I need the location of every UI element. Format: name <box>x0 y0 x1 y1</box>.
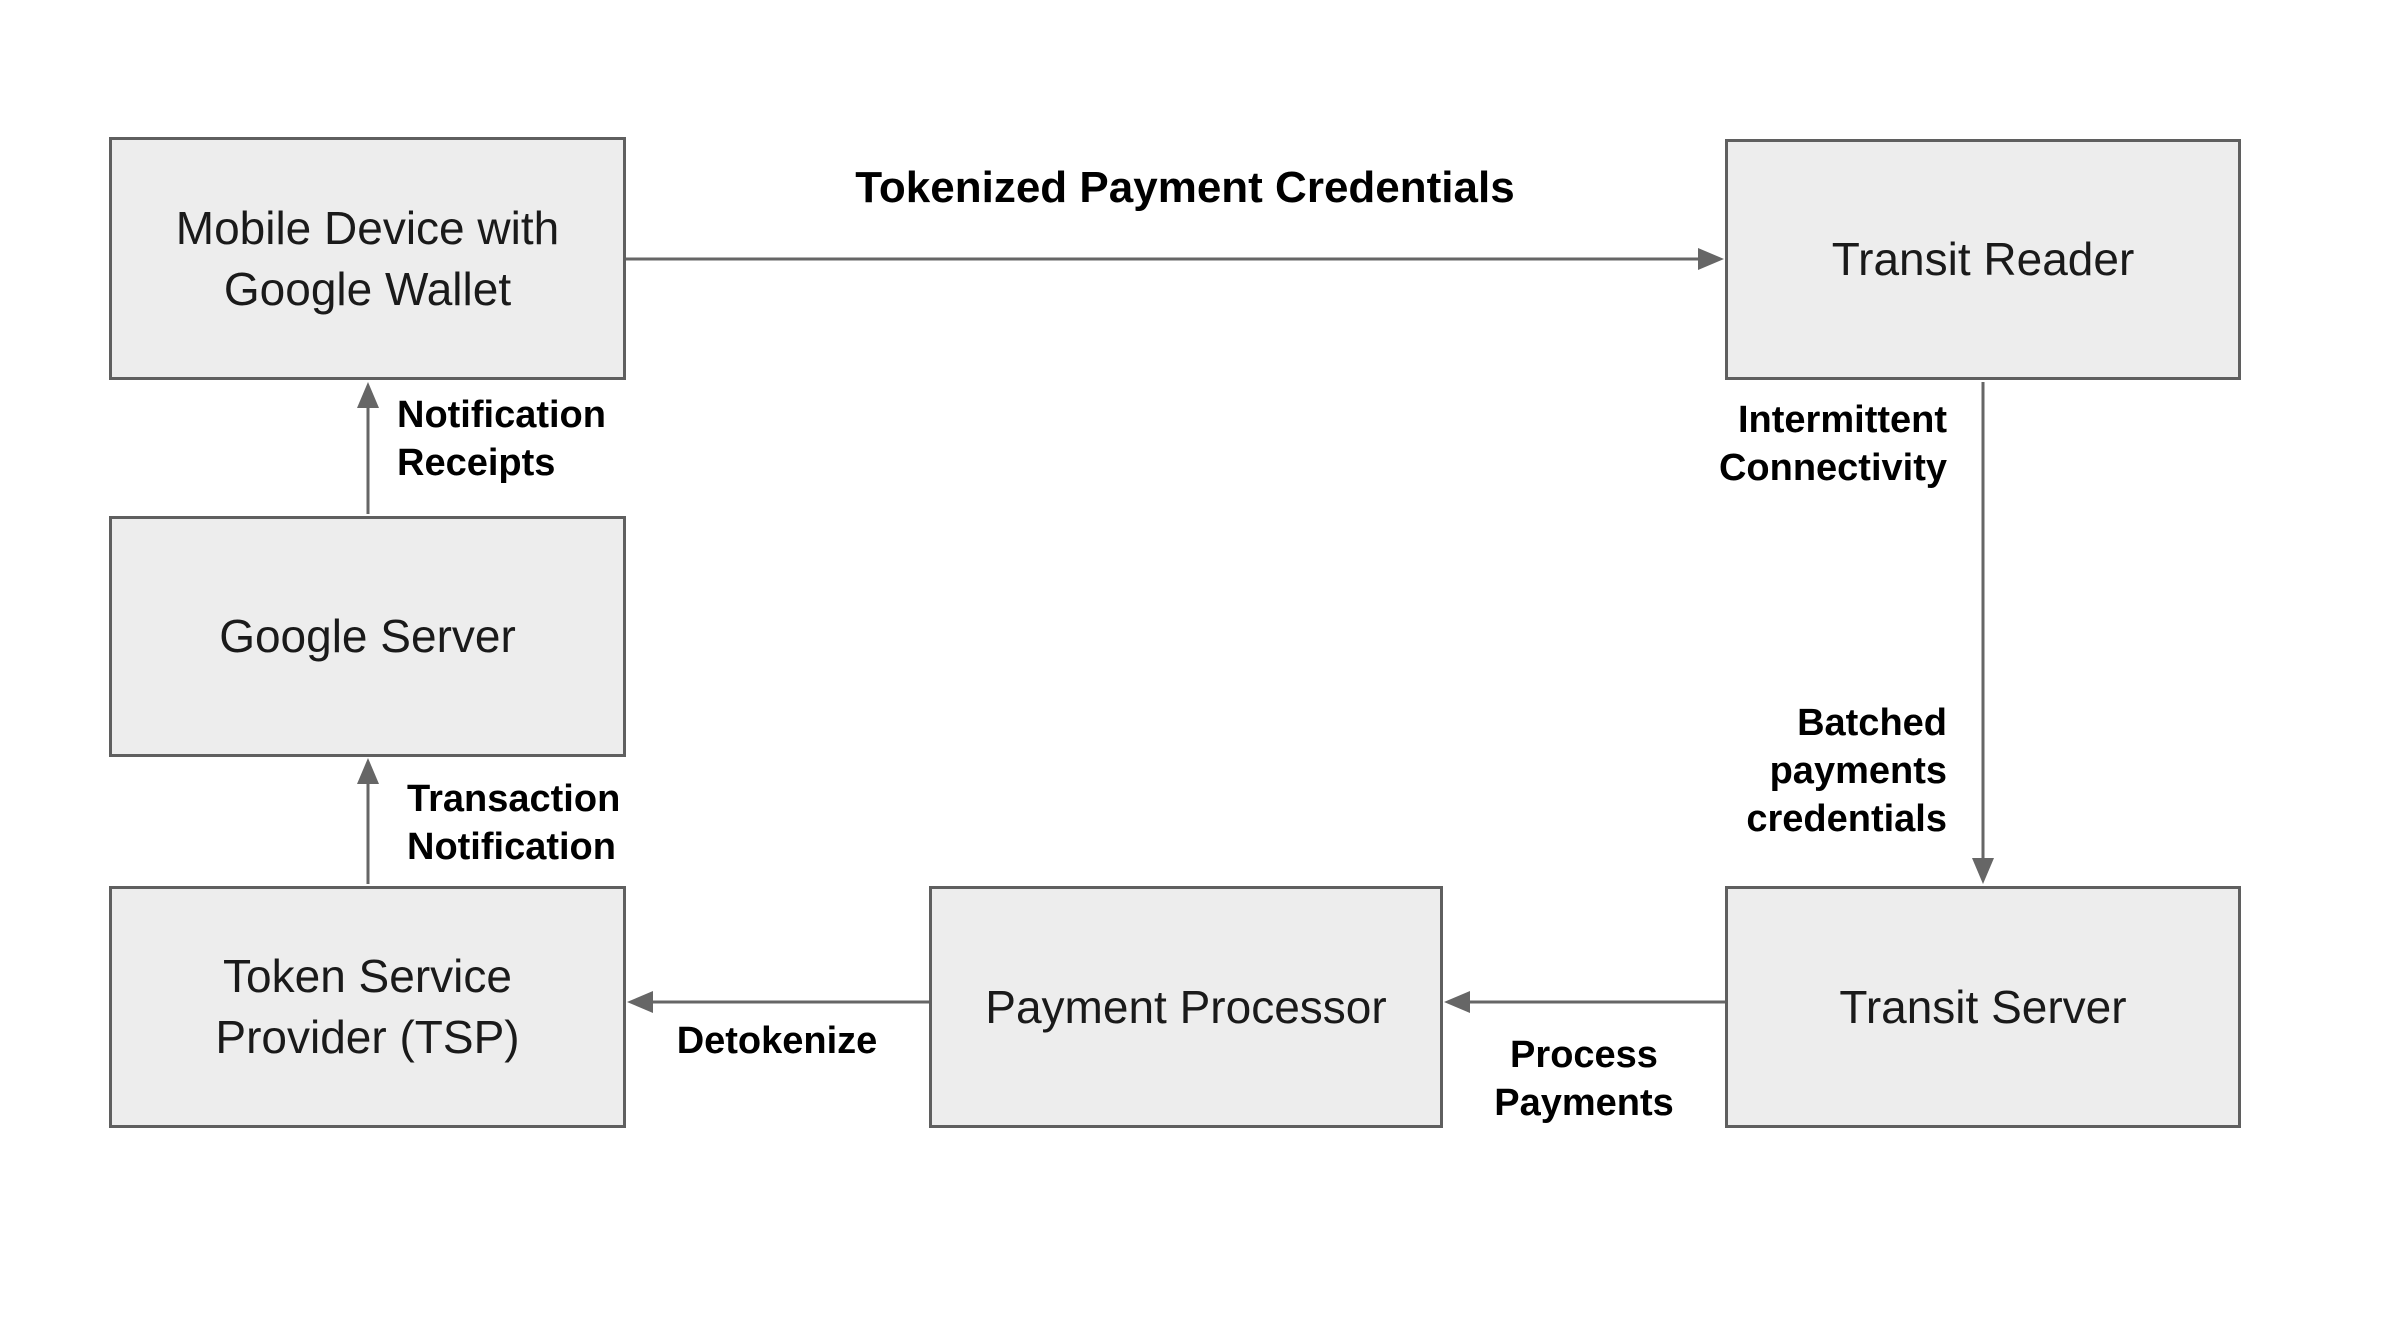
node-label: Transit Server <box>1839 980 2127 1033</box>
edge-label-tokenized-payment-credentials: Tokenized Payment Credentials <box>855 163 1515 212</box>
node-google-server: Google Server <box>109 516 626 757</box>
edge-label-notification-receipts: Notification Receipts <box>397 394 606 484</box>
node-mobile-device-google-wallet: Mobile Device with Google Wallet <box>109 137 626 380</box>
edge-label-detokenize: Detokenize <box>676 1020 878 1062</box>
node-transit-server: Transit Server <box>1725 886 2241 1128</box>
node-label: Mobile Device with Google Wallet <box>175 201 560 315</box>
edge-label-transaction-notification: Transaction Notification <box>407 778 621 868</box>
node-label: Payment Processor <box>985 980 1387 1033</box>
node-transit-reader: Transit Reader <box>1725 139 2241 380</box>
node-label: Transit Reader <box>1831 233 2135 286</box>
node-label: Token Service Provider (TSP) <box>215 950 520 1063</box>
node-token-service-provider: Token Service Provider (TSP) <box>109 886 626 1128</box>
edge-label-process-payments: Process Payments <box>1494 1034 1674 1124</box>
node-label: Google Server <box>219 610 516 663</box>
node-payment-processor: Payment Processor <box>929 886 1443 1128</box>
edge-label-intermittent-connectivity: Intermittent Connectivity <box>1718 399 1947 489</box>
edge-label-batched-payments-credentials: Batched payments credentials <box>1746 702 1947 840</box>
